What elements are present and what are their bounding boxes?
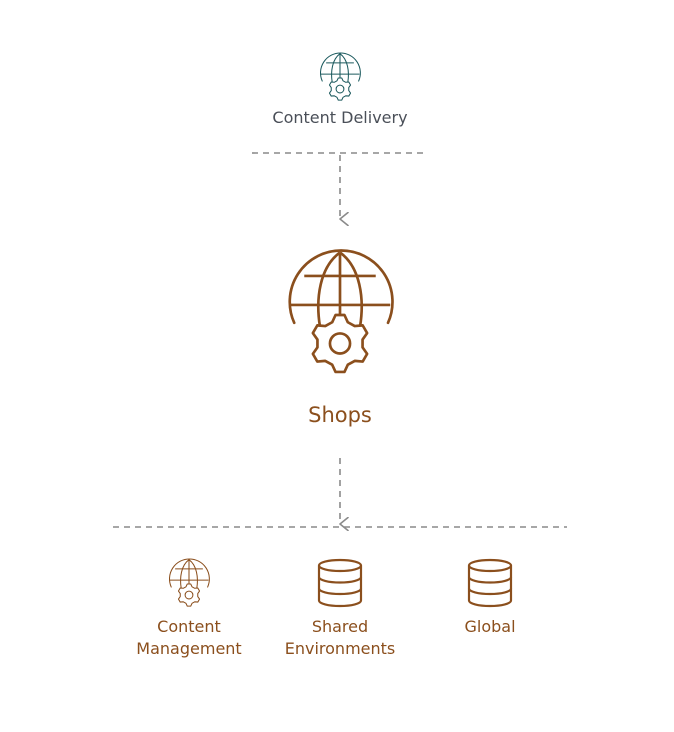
shared-environments-label: Shared Environments	[270, 616, 410, 660]
label-line: Management	[136, 639, 242, 658]
globe-gear-icon	[318, 52, 362, 104]
global-label: Global	[420, 616, 560, 638]
label-line: Global	[464, 617, 516, 636]
label-line: Content	[157, 617, 221, 636]
content-delivery-label: Content Delivery	[272, 108, 408, 127]
label-line: Environments	[284, 639, 396, 658]
database-icon	[465, 558, 515, 608]
shops-label: Shops	[308, 403, 372, 427]
content-management-label: Content Management	[119, 616, 259, 660]
globe-gear-icon	[167, 558, 211, 610]
globe-gear-icon	[284, 248, 396, 382]
database-icon	[315, 558, 365, 608]
label-line: Shared	[311, 617, 369, 636]
